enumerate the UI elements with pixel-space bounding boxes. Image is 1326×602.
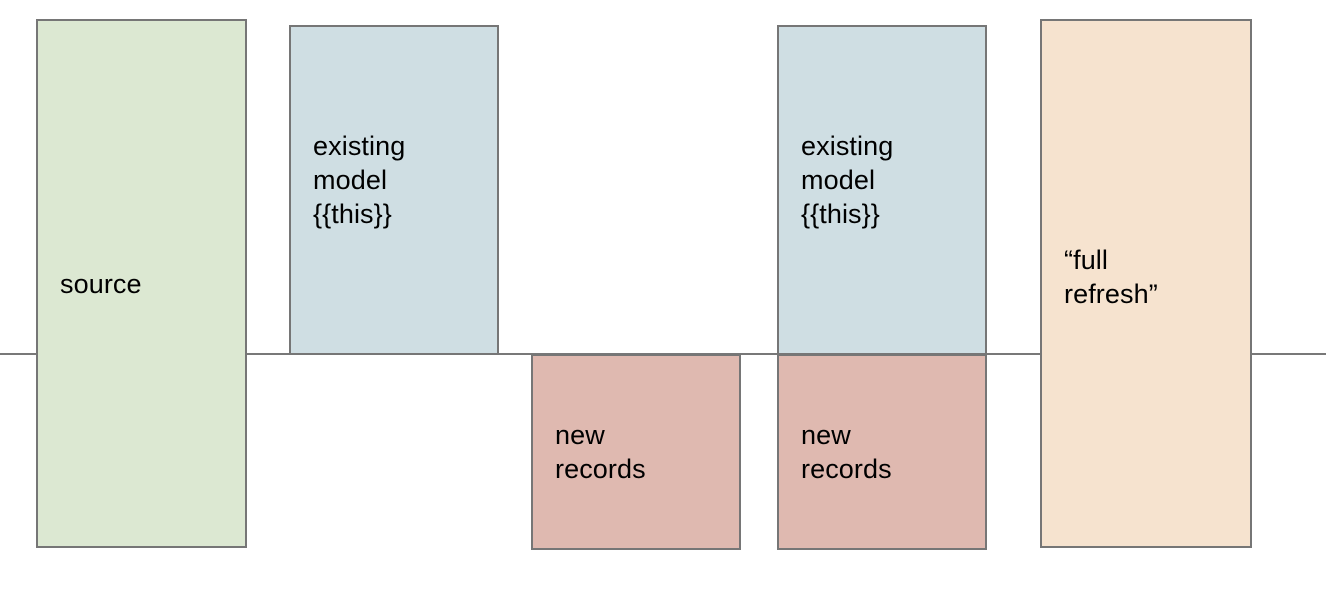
node-new-records-2-label: new records [801,420,892,484]
node-existing-model-2[interactable]: existing model {{this}} [777,25,987,355]
node-full-refresh-label: “full refresh” [1064,245,1158,309]
node-existing-model-1-label: existing model {{this}} [313,131,406,229]
node-new-records-1[interactable]: new records [531,354,741,550]
node-new-records-2[interactable]: new records [777,354,987,550]
node-source[interactable]: source [36,19,247,548]
node-existing-model-1[interactable]: existing model {{this}} [289,25,499,355]
node-new-records-1-label: new records [555,420,646,484]
node-full-refresh[interactable]: “full refresh” [1040,19,1252,548]
node-existing-model-2-label: existing model {{this}} [801,131,894,229]
node-source-label: source [60,268,142,299]
